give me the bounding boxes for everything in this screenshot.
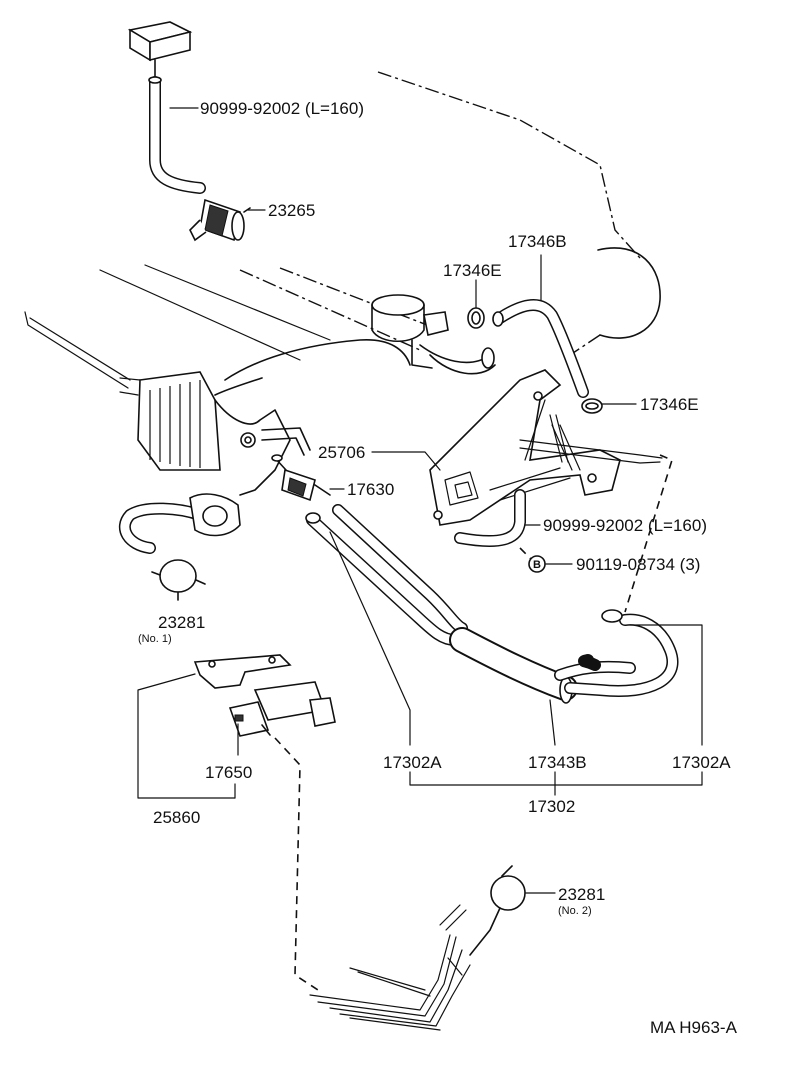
clamp-17346E-top	[467, 307, 485, 329]
label-17302: 17302	[528, 797, 575, 816]
dash-vsv-hose	[274, 737, 319, 991]
bracket-25706	[429, 369, 663, 526]
label-17346E-top: 17346E	[443, 261, 502, 280]
label-23281-no2-note: (No. 2)	[558, 905, 592, 917]
grommet-left	[189, 493, 241, 537]
label-17302A-left: 17302A	[383, 753, 442, 772]
label-23281-no2: 23281	[558, 885, 605, 904]
bolt-b-symbol	[528, 555, 546, 573]
pipe-to-hose-2	[555, 414, 569, 463]
leader-25706	[371, 451, 441, 471]
clamp-17346E-right	[581, 398, 603, 414]
bracket-17302-group	[409, 771, 703, 786]
bottom-tube-bundle	[309, 904, 471, 1031]
top-damper-cap	[127, 21, 193, 79]
damper-23281-no1	[151, 559, 206, 601]
hose-90999-92002-top	[148, 76, 206, 194]
leader-17343B	[549, 699, 556, 746]
tube-17302A-right	[554, 609, 679, 697]
label-90119: 90119-08734 (3)	[576, 555, 700, 574]
label-hose-top: 90999-92002 (L=160)	[200, 99, 364, 118]
filter-23265	[189, 198, 251, 242]
label-23265: 23265	[268, 201, 315, 220]
leader-17302A-left	[329, 531, 411, 746]
engine-outline	[24, 71, 661, 389]
tube-17302A-left	[305, 504, 468, 646]
label-25860: 25860	[153, 808, 200, 827]
dash-right-hose	[624, 454, 673, 613]
vsv-17650	[228, 681, 336, 737]
label-17650: 17650	[205, 763, 252, 782]
label-23281-no1: 23281	[158, 613, 205, 632]
label-17346B: 17346B	[508, 232, 567, 251]
figure-code: MA H963-A	[650, 1018, 738, 1037]
hose-90999-92002-right	[454, 489, 526, 547]
damper-23281-no2	[469, 865, 526, 956]
label-17630: 17630	[347, 480, 394, 499]
label-17302A-right: 17302A	[672, 753, 731, 772]
hose-17346B	[492, 298, 589, 398]
bracket-25860	[193, 654, 292, 689]
hose-left-loop	[118, 502, 206, 554]
leader-17302A-right	[629, 624, 703, 746]
label-23281-no1-note: (No. 1)	[138, 633, 172, 645]
leader-25860-bracket	[137, 673, 236, 799]
manifold-fins	[149, 380, 201, 468]
label-bolt-symbol: B	[533, 559, 541, 571]
intake-manifold	[119, 294, 496, 496]
label-25706: 25706	[318, 443, 365, 462]
pipe-to-hose	[549, 414, 563, 463]
label-hose-right: 90999-92002 (L=160)	[543, 516, 707, 535]
label-17346E-right: 17346E	[640, 395, 699, 414]
label-17343B: 17343B	[528, 753, 587, 772]
valve-17630	[271, 454, 331, 502]
